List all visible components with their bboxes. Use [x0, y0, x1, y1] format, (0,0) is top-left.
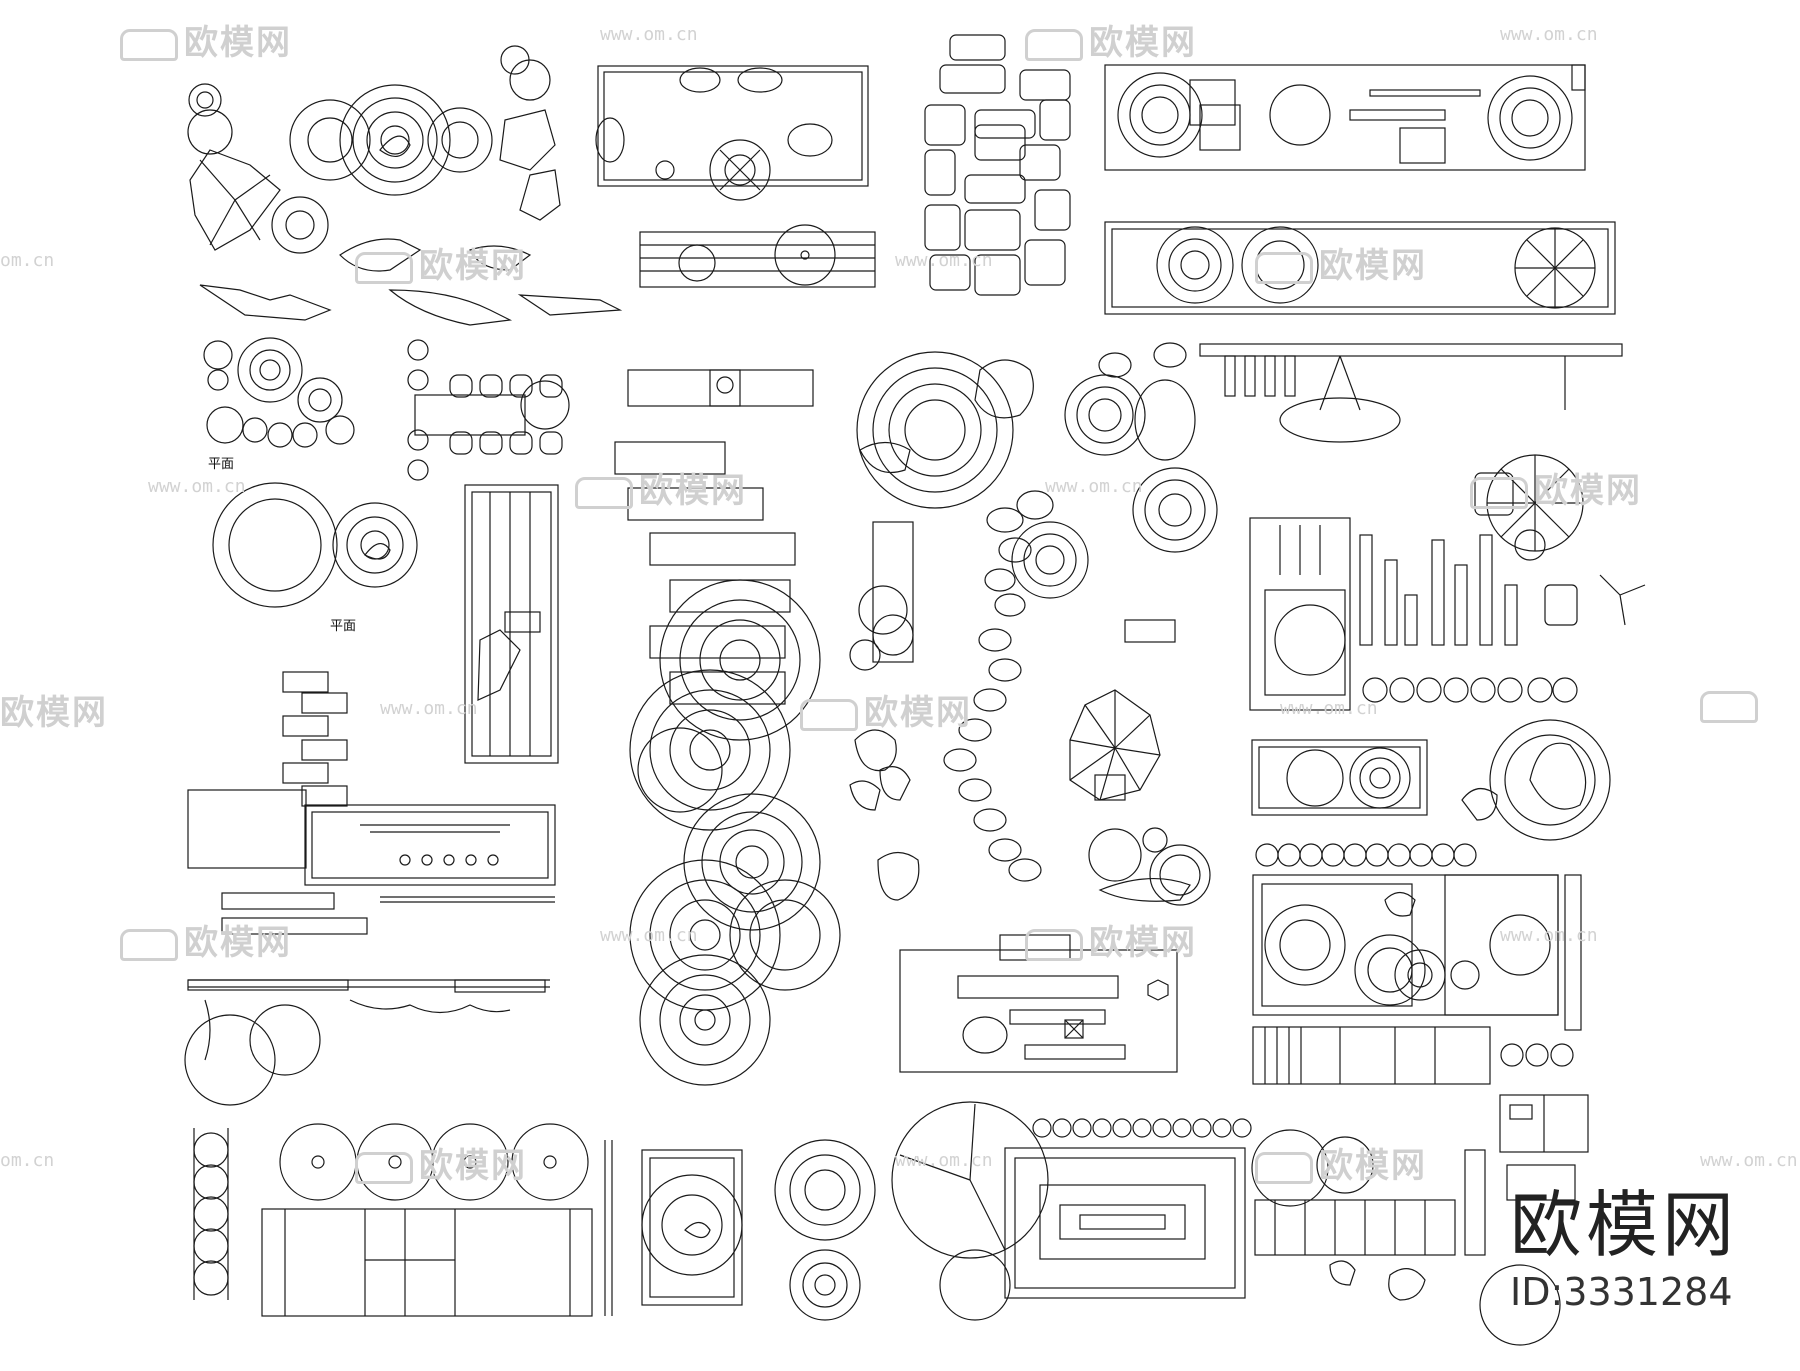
watermark-logo: 欧模网 — [120, 15, 292, 64]
umbrella-canopy-center — [1069, 689, 1161, 801]
watermark-logo: 欧模网 — [1255, 238, 1427, 287]
paving-bottom-right — [1251, 1129, 1561, 1346]
square-stone-garden — [641, 1149, 743, 1306]
watermark-url: www.om.cn — [1280, 698, 1378, 719]
staggered-steps-center — [614, 441, 796, 705]
garden-bed-bench — [899, 934, 1178, 1073]
big-circle-pavilion — [891, 1101, 1252, 1321]
furniture-right-edge — [1499, 1094, 1589, 1201]
watermark-logo: 欧模网 — [1470, 463, 1642, 512]
plaza-strip-1 — [1104, 64, 1586, 171]
concentric-disc-stones — [1011, 342, 1218, 599]
watermark-url: www.om.cn — [148, 476, 246, 497]
round-planters-column — [193, 1128, 229, 1300]
plan-label-b: 平面 — [330, 619, 356, 634]
section-elevation-left — [184, 979, 550, 1106]
brand-id: ID:3331284 — [1510, 1270, 1733, 1314]
stepping-path-curve — [943, 507, 1042, 882]
plan-label-a: 平面 — [208, 457, 234, 472]
small-planter-bench — [627, 369, 814, 407]
round-stones-center — [1088, 827, 1211, 906]
planter-box-top — [595, 65, 869, 201]
tree-bench-center — [1124, 619, 1176, 643]
watermark-logo: 欧模网 — [1025, 915, 1197, 964]
brand-name: 欧模网 — [1510, 1183, 1739, 1267]
pergola-elevation — [1199, 343, 1623, 443]
bar-garden-right — [1249, 517, 1578, 711]
deck-boards-right — [1252, 1026, 1574, 1085]
stepping-stones-column — [924, 34, 1071, 296]
watermark-logo: 欧模网 — [0, 693, 108, 733]
curved-bench-ring — [856, 351, 1034, 509]
plaza-strip-2 — [1104, 221, 1616, 315]
watermark-url: www.om.cn — [1700, 1150, 1798, 1171]
watermark-url: www.om.cn — [1500, 24, 1598, 45]
steps-left — [282, 671, 348, 807]
stone-paving-round — [212, 482, 418, 608]
watermark-url: www.om.cn — [600, 925, 698, 946]
circle-cluster-row2 — [203, 337, 355, 448]
tree-cluster-topleft — [187, 45, 551, 254]
bench-lit-left — [187, 789, 556, 935]
watermark-url: www.om.cn — [600, 24, 698, 45]
concentric-tree-bottom — [774, 1139, 876, 1321]
watermark-logo: 欧模网 — [1255, 1138, 1427, 1187]
watermark-logo — [1700, 685, 1764, 725]
concentric-circles-topleft — [289, 84, 493, 196]
watermark-logo: 欧模网 — [355, 1138, 527, 1187]
courtyard-right — [1252, 843, 1582, 1031]
watermark-logo: 欧模网 — [1025, 15, 1197, 64]
rock-cluster-center — [849, 729, 920, 901]
tall-planter-left — [464, 484, 559, 764]
watermark-url: www.om.cn — [1045, 476, 1143, 497]
brand-corner: 欧模网 ID:3331284 — [1510, 1185, 1790, 1315]
watermark-logo: 欧模网 — [355, 238, 527, 287]
stones-topleft — [199, 109, 623, 326]
watermark-logo: 欧模网 — [120, 915, 292, 964]
watermark-url: www.om.cn — [895, 250, 993, 271]
watermark-url: www.om.cn — [1500, 925, 1598, 946]
watermark-logo: 欧模网 — [575, 463, 747, 512]
watermark-url: om.cn — [0, 1150, 55, 1171]
watermark-url: www.om.cn — [895, 1150, 993, 1171]
watermark-logo: 欧模网 — [800, 685, 972, 734]
narrow-planter-tree — [849, 521, 914, 671]
umbrella-chairs-right — [1474, 454, 1646, 626]
dining-table-plan — [407, 339, 570, 481]
bench-with-tree — [639, 224, 876, 288]
watermark-url: om.cn — [0, 250, 55, 271]
planter-discs-right — [1251, 719, 1611, 841]
watermark-url: www.om.cn — [380, 698, 478, 719]
concentric-rings-column — [629, 579, 841, 1086]
